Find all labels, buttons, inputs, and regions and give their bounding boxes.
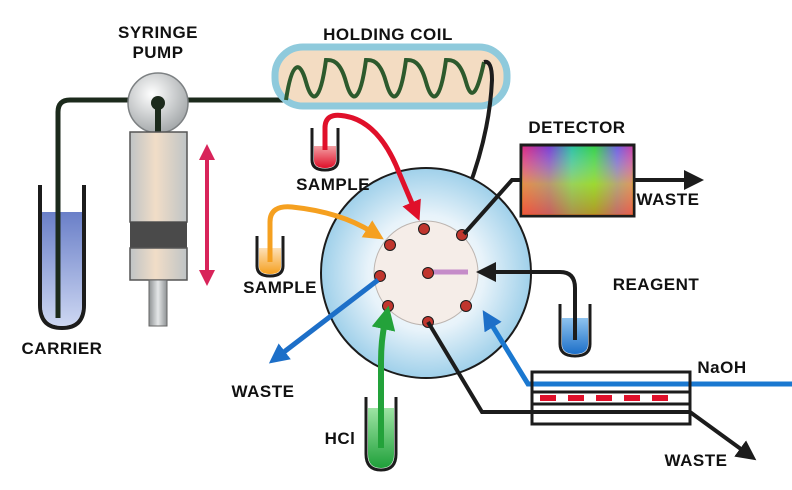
valve-to-detector-tube xyxy=(462,178,522,236)
valve-port xyxy=(460,300,472,312)
sample-top-arrow xyxy=(322,112,421,221)
carrier-tube xyxy=(55,97,150,318)
syringe-pump-label-line2: PUMP xyxy=(132,43,183,62)
waste-bottom-label: WASTE xyxy=(665,451,728,470)
carrier-vial xyxy=(38,185,86,331)
valve-port xyxy=(374,270,386,282)
reagent-label: REAGENT xyxy=(613,275,700,294)
holding-coil xyxy=(271,43,511,110)
detector xyxy=(519,143,636,218)
syringe-pump-label-line1: SYRINGE xyxy=(118,23,198,42)
waste-detector-label: WASTE xyxy=(637,190,700,209)
mixing-cell xyxy=(530,370,692,426)
valve-port xyxy=(422,267,434,279)
sample-top-label: SAMPLE xyxy=(296,175,370,194)
hcl-arrow xyxy=(371,305,396,448)
waste-left-label: WASTE xyxy=(232,382,295,401)
naoh-line xyxy=(482,310,792,387)
carrier-label: CARRIER xyxy=(22,339,103,358)
valve-port xyxy=(384,239,396,251)
naoh-label: NaOH xyxy=(697,358,746,377)
valve-port xyxy=(382,300,394,312)
valve-to-waste-bottom-tube xyxy=(426,320,757,461)
holding-coil-label: HOLDING COIL xyxy=(323,25,453,44)
syringe-barrel xyxy=(129,131,188,223)
reagent-arrow xyxy=(476,262,577,340)
plunger-rod xyxy=(148,279,168,327)
waste-left-arrow xyxy=(268,278,380,364)
sample-left-arrow xyxy=(267,204,384,262)
valve-port xyxy=(418,223,430,235)
hcl-label: HCl xyxy=(325,429,356,448)
detector-label: DETECTOR xyxy=(528,118,625,137)
syringe-pump xyxy=(127,72,189,327)
sample-left-label: SAMPLE xyxy=(243,278,317,297)
sample-top-vial xyxy=(310,128,340,172)
